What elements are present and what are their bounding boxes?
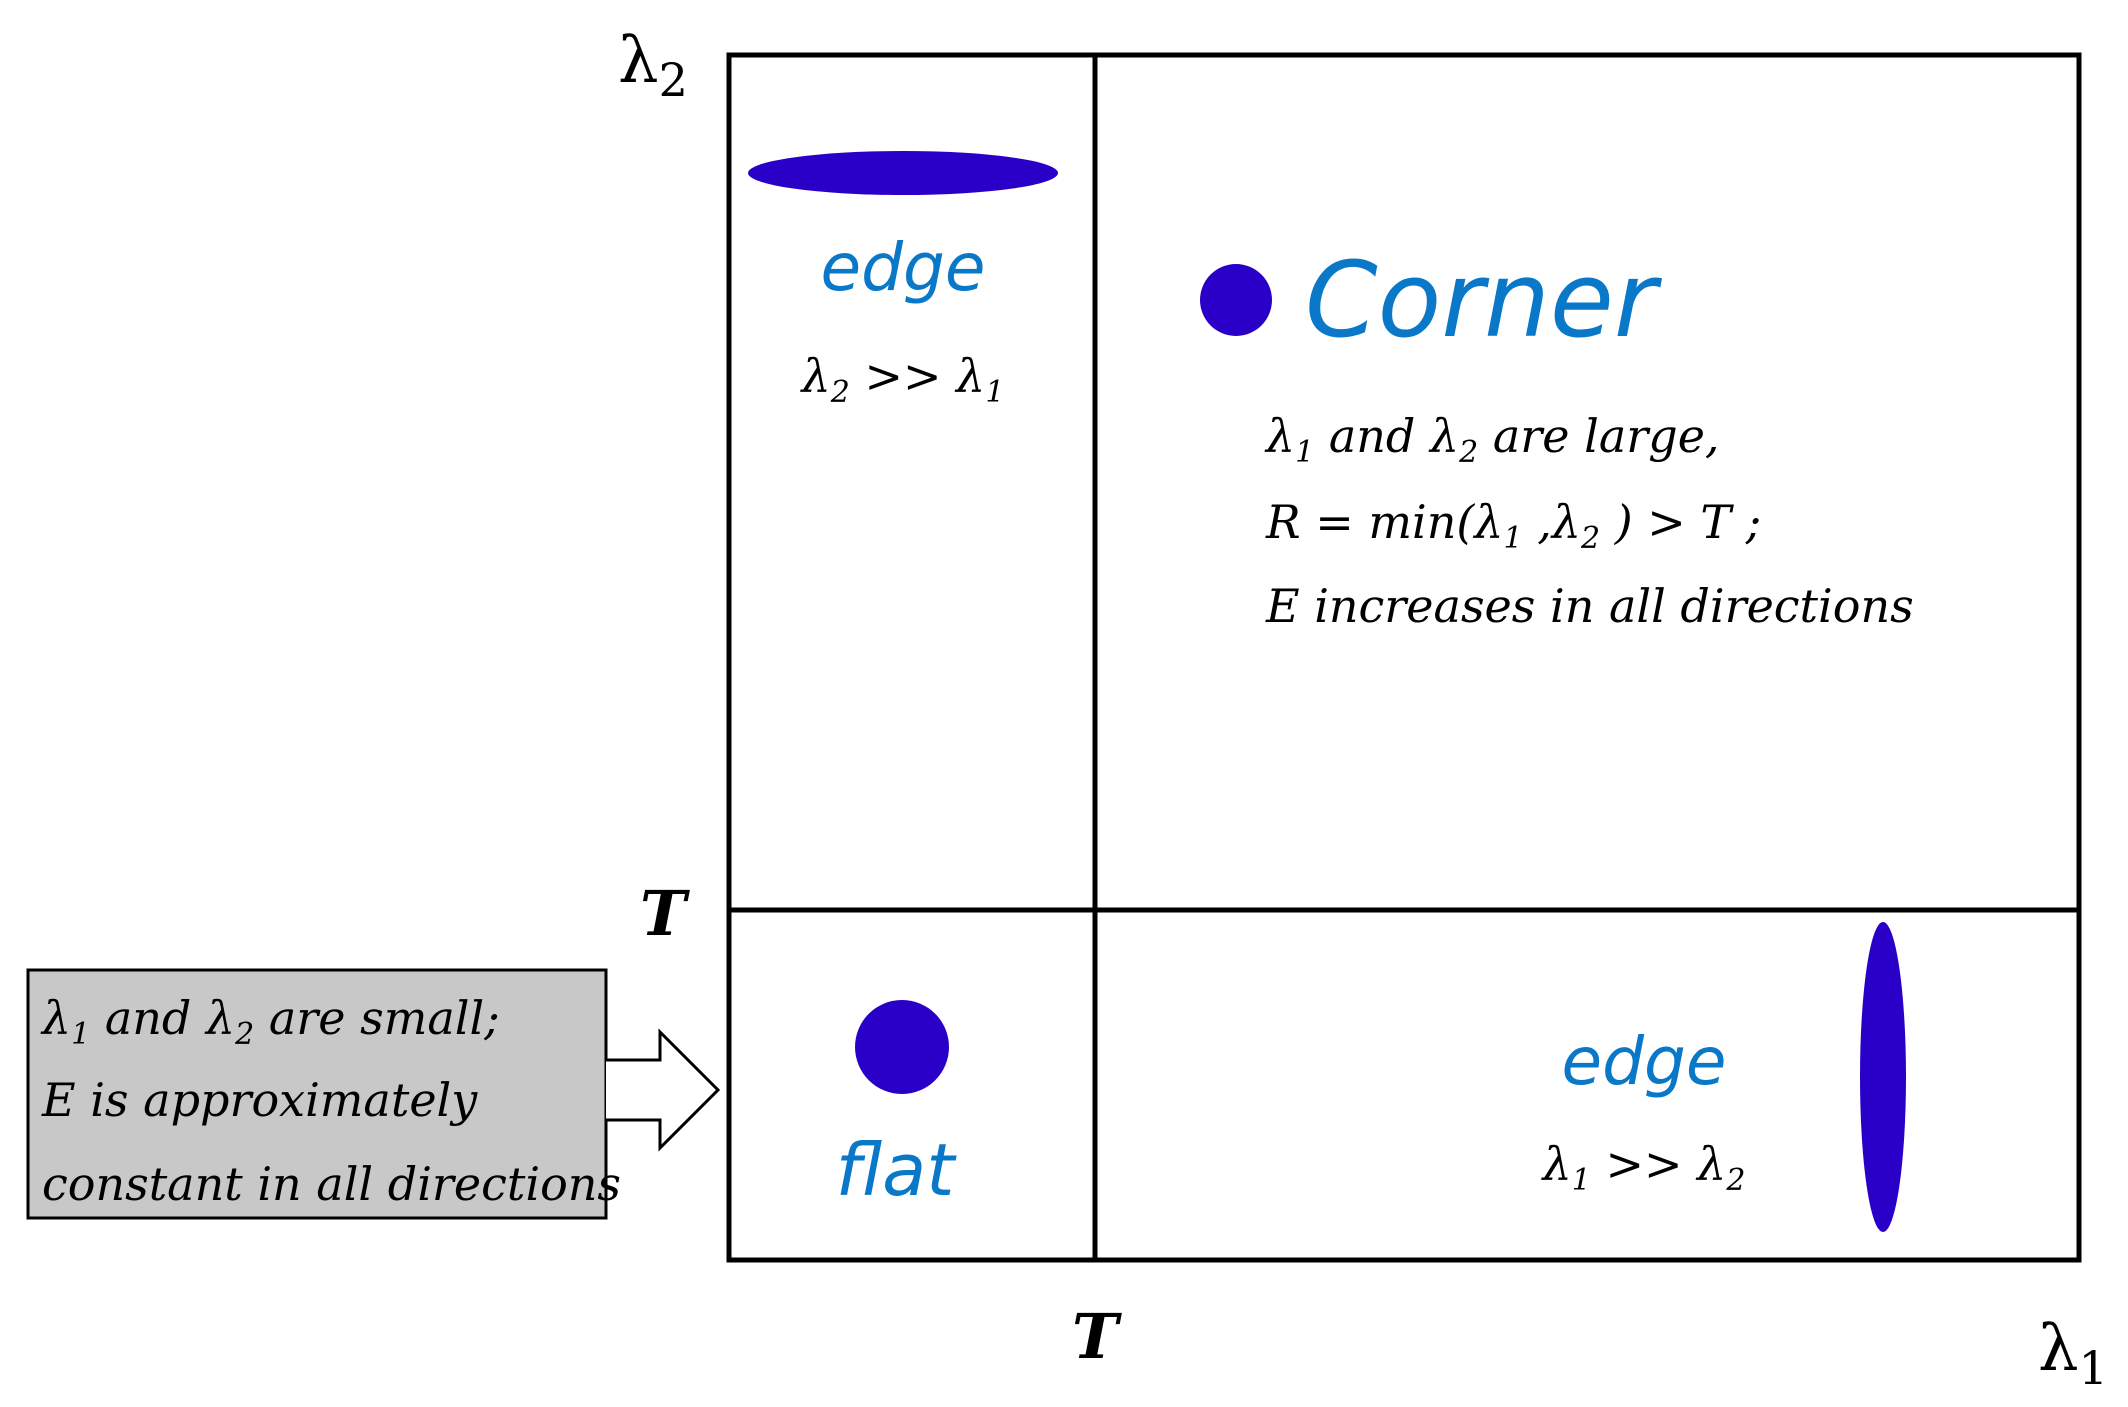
callout-line-2: E is approximately [41, 1073, 478, 1127]
flat-label: flat [836, 1128, 958, 1212]
edge-right-label: edge [1562, 1023, 1727, 1100]
threshold-y-label: T [640, 877, 690, 950]
corner-line-3: E increases in all directions [1265, 579, 1914, 633]
horizontal-ellipse-shape [748, 151, 1058, 195]
corner-label: Corner [1305, 239, 1663, 361]
edge-right-condition: λ1 >> λ2 [1541, 1137, 1746, 1198]
plot-frame [726, 52, 2082, 1263]
corner-line-1: λ1 and λ2 are large, [1264, 409, 1720, 470]
edge-top-condition: λ2 >> λ1 [800, 349, 1005, 410]
callout-line-3: constant in all directions [42, 1157, 621, 1211]
vertical-ellipse-shape [1860, 922, 1906, 1232]
y-axis-subscript: 2 [659, 53, 688, 107]
callout-arrow [606, 1028, 721, 1152]
corner-circle-shape [1200, 264, 1272, 336]
threshold-x-label: T [1072, 1300, 1122, 1373]
callout-line-1: λ1 and λ2 are small; [40, 991, 500, 1052]
y-axis-label: λ2 [618, 24, 688, 107]
x-axis-subscript: 1 [2079, 1341, 2108, 1395]
corner-line-2: R = min(λ1 ,λ2 ) > T ; [1265, 495, 1761, 556]
flat-circle-shape [855, 1000, 949, 1094]
x-axis-symbol: λ [2038, 1312, 2079, 1386]
x-axis-label: λ1 [2038, 1312, 2108, 1395]
edge-top-label: edge [821, 229, 986, 306]
y-axis-symbol: λ [618, 24, 659, 98]
callout-box [26, 968, 608, 1220]
